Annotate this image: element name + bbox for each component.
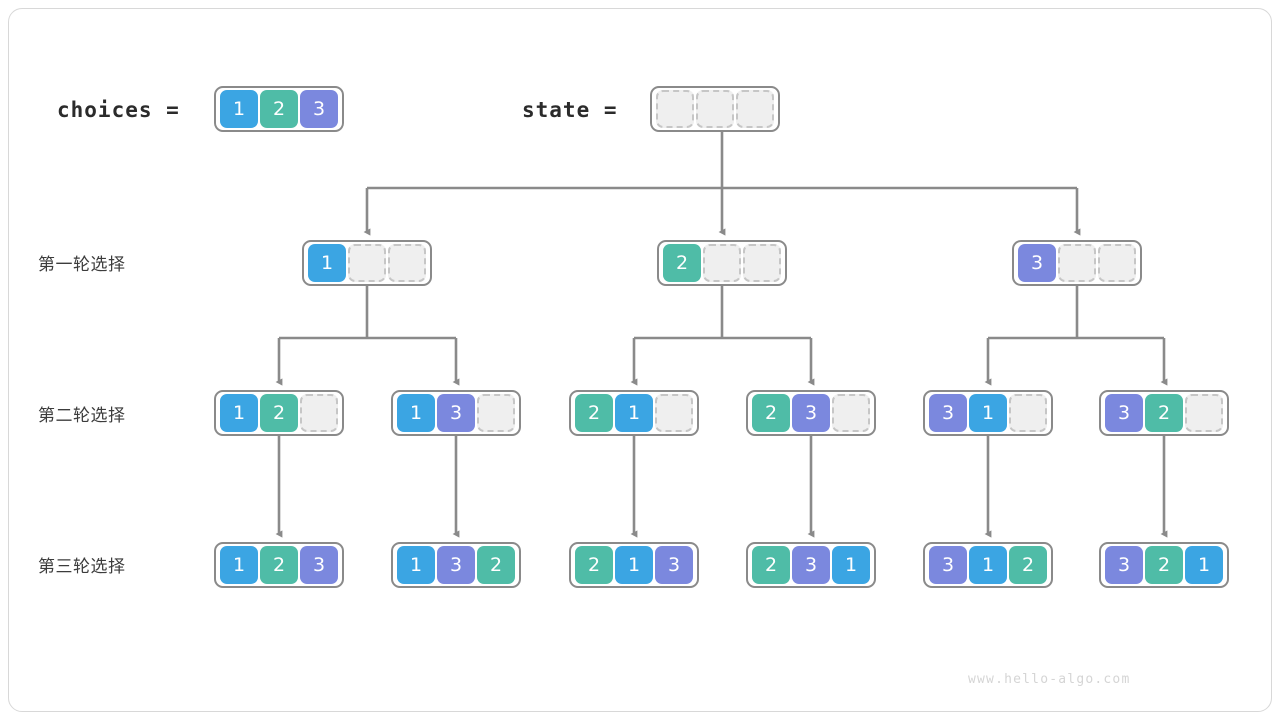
- array-cell-empty: [300, 394, 338, 432]
- array-cell-value: 1: [969, 394, 1007, 432]
- array-cell-value: 2: [752, 394, 790, 432]
- array-cell-value: 2: [260, 90, 298, 128]
- row-label-2: 第二轮选择: [38, 406, 126, 426]
- tree-node-1-3: 3: [1012, 240, 1142, 286]
- array-cell-value: 2: [1009, 546, 1047, 584]
- array-cell-value: 3: [792, 394, 830, 432]
- tree-node-1-1: 1: [302, 240, 432, 286]
- array-cell-value: 2: [663, 244, 701, 282]
- array-cell-value: 3: [300, 90, 338, 128]
- array-cell-value: 1: [397, 394, 435, 432]
- tree-node-1-2: 2: [657, 240, 787, 286]
- array-cell-value: 3: [655, 546, 693, 584]
- array-cell-value: 1: [220, 394, 258, 432]
- array-cell-empty: [1009, 394, 1047, 432]
- array-cell-empty: [1058, 244, 1096, 282]
- array-cell-value: 2: [575, 546, 613, 584]
- array-cell-value: 1: [615, 546, 653, 584]
- array-cell-empty: [388, 244, 426, 282]
- array-cell-empty: [1098, 244, 1136, 282]
- array-cell-value: 1: [308, 244, 346, 282]
- array-cell-empty: [832, 394, 870, 432]
- array-cell-value: 2: [260, 546, 298, 584]
- array-cell-value: 2: [1145, 546, 1183, 584]
- array-cell-value: 1: [1185, 546, 1223, 584]
- array-cell-value: 2: [575, 394, 613, 432]
- array-cell-value: 3: [792, 546, 830, 584]
- array-cell-value: 2: [260, 394, 298, 432]
- array-cell-empty: [736, 90, 774, 128]
- state-array: [650, 86, 780, 132]
- array-cell-value: 3: [437, 394, 475, 432]
- array-cell-value: 1: [220, 90, 258, 128]
- array-cell-empty: [655, 394, 693, 432]
- array-cell-value: 3: [929, 546, 967, 584]
- array-cell-value: 3: [1105, 394, 1143, 432]
- array-cell-value: 1: [969, 546, 1007, 584]
- array-cell-value: 3: [300, 546, 338, 584]
- array-cell-empty: [656, 90, 694, 128]
- array-cell-empty: [703, 244, 741, 282]
- array-cell-empty: [348, 244, 386, 282]
- watermark: www.hello-algo.com: [968, 672, 1131, 687]
- array-cell-value: 1: [397, 546, 435, 584]
- array-cell-empty: [696, 90, 734, 128]
- array-cell-empty: [743, 244, 781, 282]
- array-cell-value: 2: [477, 546, 515, 584]
- array-cell-empty: [1185, 394, 1223, 432]
- choices-label: choices =: [57, 98, 180, 122]
- array-cell-value: 1: [832, 546, 870, 584]
- array-cell-value: 3: [1018, 244, 1056, 282]
- array-cell-value: 2: [1145, 394, 1183, 432]
- outer-frame: [8, 8, 1272, 712]
- array-cell-value: 1: [220, 546, 258, 584]
- array-cell-empty: [477, 394, 515, 432]
- array-cell-value: 3: [437, 546, 475, 584]
- row-label-3: 第三轮选择: [38, 557, 126, 577]
- array-cell-value: 2: [752, 546, 790, 584]
- array-cell-value: 3: [929, 394, 967, 432]
- state-label: state =: [522, 98, 618, 122]
- row-label-1: 第一轮选择: [38, 255, 126, 275]
- array-cell-value: 1: [615, 394, 653, 432]
- array-cell-value: 3: [1105, 546, 1143, 584]
